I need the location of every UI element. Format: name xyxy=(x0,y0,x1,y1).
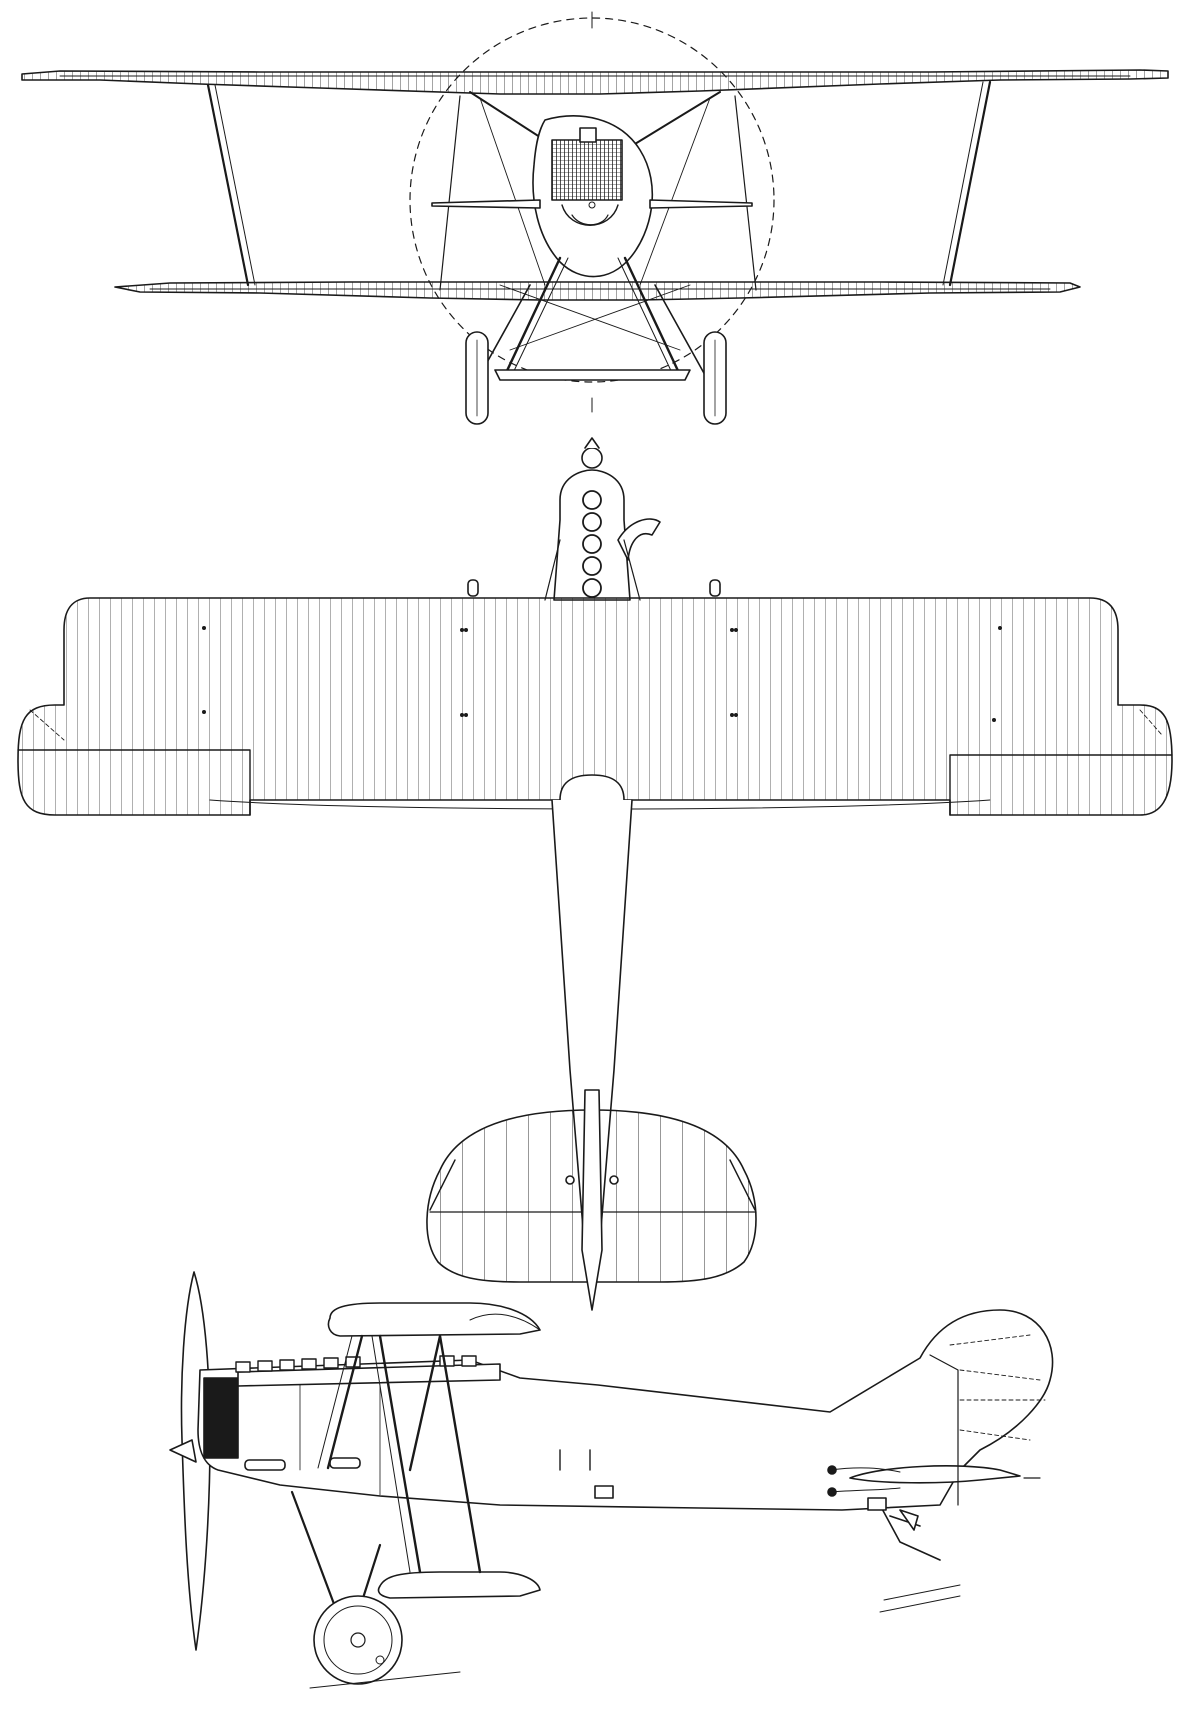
tailplane-side xyxy=(850,1466,1020,1483)
cylinder-row xyxy=(236,1356,476,1372)
interplane-strut xyxy=(950,82,990,285)
exhaust-pipe xyxy=(618,519,660,560)
propeller-disc xyxy=(410,18,774,382)
cylinder-heads xyxy=(583,491,601,597)
strut-fittings xyxy=(202,626,1002,722)
side-view xyxy=(170,1272,1053,1688)
rudder-top xyxy=(582,1090,602,1310)
radiator-front xyxy=(552,140,622,200)
engine-cowling xyxy=(238,1364,500,1386)
tailplane-front xyxy=(432,200,540,208)
axle-fairing xyxy=(495,370,690,380)
radiator-side xyxy=(204,1378,238,1458)
upper-wing-side xyxy=(328,1303,540,1336)
interplane-strut xyxy=(208,85,248,285)
upper-wing xyxy=(22,70,1168,94)
lower-wing-side xyxy=(378,1572,540,1598)
lower-wing xyxy=(115,282,1080,300)
wheel-side xyxy=(314,1596,402,1684)
top-view xyxy=(18,438,1172,1310)
rudder-side xyxy=(960,1370,1040,1380)
access-panel xyxy=(595,1486,613,1498)
front-view xyxy=(22,12,1168,424)
interplane-struts-side xyxy=(328,1336,480,1572)
